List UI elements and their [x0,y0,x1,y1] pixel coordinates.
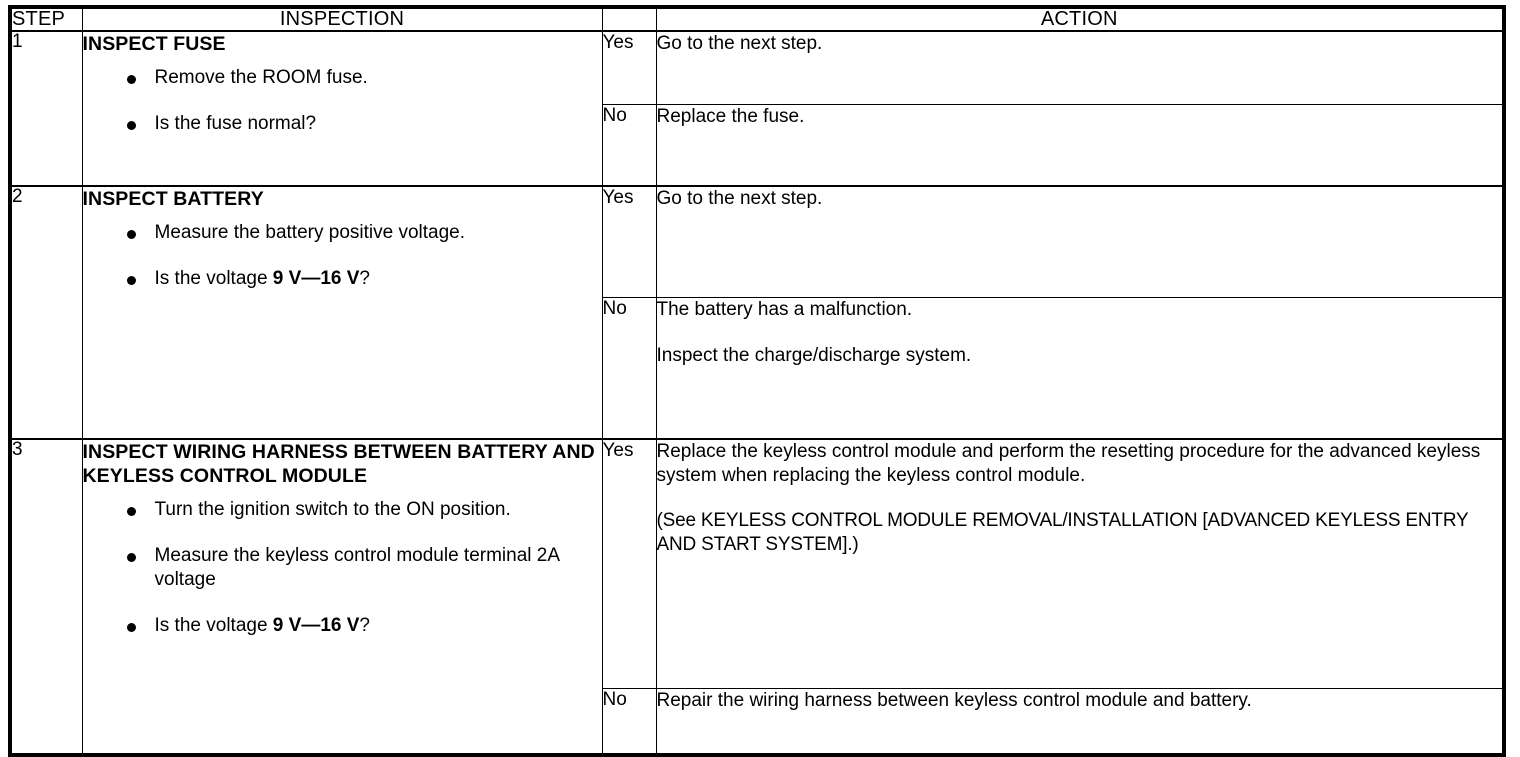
table-row: No The battery has a malfunction. Inspec… [10,297,1505,440]
inspection-bullet-list-3: Turn the ignition switch to the ON posit… [83,498,602,638]
branch-label-3-yes: Yes [601,438,657,689]
table-header-row: STEP INSPECTION ACTION [9,6,1505,32]
inspection-cell-3: INSPECT WIRING HARNESS BETWEEN BATTERY A… [81,438,603,756]
list-item: Measure the keyless control module termi… [126,544,602,592]
action-text: Go to the next step. [656,188,823,209]
branch-label-2-no: No [601,297,657,440]
list-item: Is the voltage 9 V—16 V? [126,614,602,638]
action-cell-2-no: The battery has a malfunction. Inspect t… [655,297,1505,440]
branch-label-3-no: No [601,688,657,756]
column-header-step: STEP [9,6,83,32]
step-number-2: 2 [9,185,83,440]
list-item-text: Is the voltage 9 V—16 V? [154,268,370,290]
branch-label-1-no: No [601,104,657,187]
table-row: 3 INSPECT WIRING HARNESS BETWEEN BATTERY… [9,438,1505,756]
list-item-text: Is the voltage 9 V—16 V? [154,615,370,637]
branch-label-2-yes: Yes [601,185,657,298]
action-cell-1-yes: Go to the next step. [655,30,1505,105]
column-header-inspection: INSPECTION [81,6,603,32]
action-text: Replace the fuse. [656,106,805,127]
column-header-branch-spacer [601,6,656,32]
action-text: Replace the keyless control module and p… [656,441,1481,486]
voltage-range-value: 9 V—16 V [272,615,360,637]
table-row: 2 INSPECT BATTERY Measure the battery po… [9,185,1505,440]
list-item: Is the voltage 9 V—16 V? [126,267,602,291]
step-number-1: 1 [9,30,83,187]
list-item: Measure the battery positive voltage. [126,221,602,245]
column-header-action: ACTION [655,6,1505,32]
list-item: Remove the ROOM fuse. [126,66,602,90]
list-item: Turn the ignition switch to the ON posit… [126,498,602,522]
table-row: 1 INSPECT FUSE Remove the ROOM fuse. Is … [9,30,1505,187]
action-text: The battery has a malfunction. [656,299,913,320]
action-text: Go to the next step. [656,33,823,54]
voltage-range-value: 9 V—16 V [272,268,360,290]
list-item: Is the fuse normal? [126,112,602,136]
diagnostic-table-page: STEP INSPECTION ACTION 1 INSPECT FUSE Re… [8,5,1506,757]
action-cell-2-yes: Go to the next step. [655,185,1505,298]
action-text: Repair the wiring harness between keyles… [656,690,1252,711]
action-cell-3-no: Repair the wiring harness between keyles… [655,688,1505,756]
table-row: No Replace the fuse. [10,104,1505,187]
diagnostic-procedure-table: STEP INSPECTION ACTION 1 INSPECT FUSE Re… [8,5,1506,757]
inspection-bullet-list-2: Measure the battery positive voltage. Is… [83,221,602,291]
inspection-title-2: INSPECT BATTERY [82,188,264,210]
action-cell-1-no: Replace the fuse. [655,104,1505,187]
inspection-title-1: INSPECT FUSE [82,33,226,55]
action-text: Inspect the charge/discharge system. [656,344,972,366]
inspection-cell-2: INSPECT BATTERY Measure the battery posi… [81,185,603,440]
step-number-3: 3 [9,438,83,756]
branch-label-1-yes: Yes [601,30,657,105]
inspection-bullet-list-1: Remove the ROOM fuse. Is the fuse normal… [83,66,602,136]
action-cell-3-yes: Replace the keyless control module and p… [655,438,1505,689]
action-reference-text: (See KEYLESS CONTROL MODULE REMOVAL/INST… [656,510,1469,555]
inspection-title-3: INSPECT WIRING HARNESS BETWEEN BATTERY A… [82,441,595,488]
inspection-cell-1: INSPECT FUSE Remove the ROOM fuse. Is th… [81,30,603,187]
